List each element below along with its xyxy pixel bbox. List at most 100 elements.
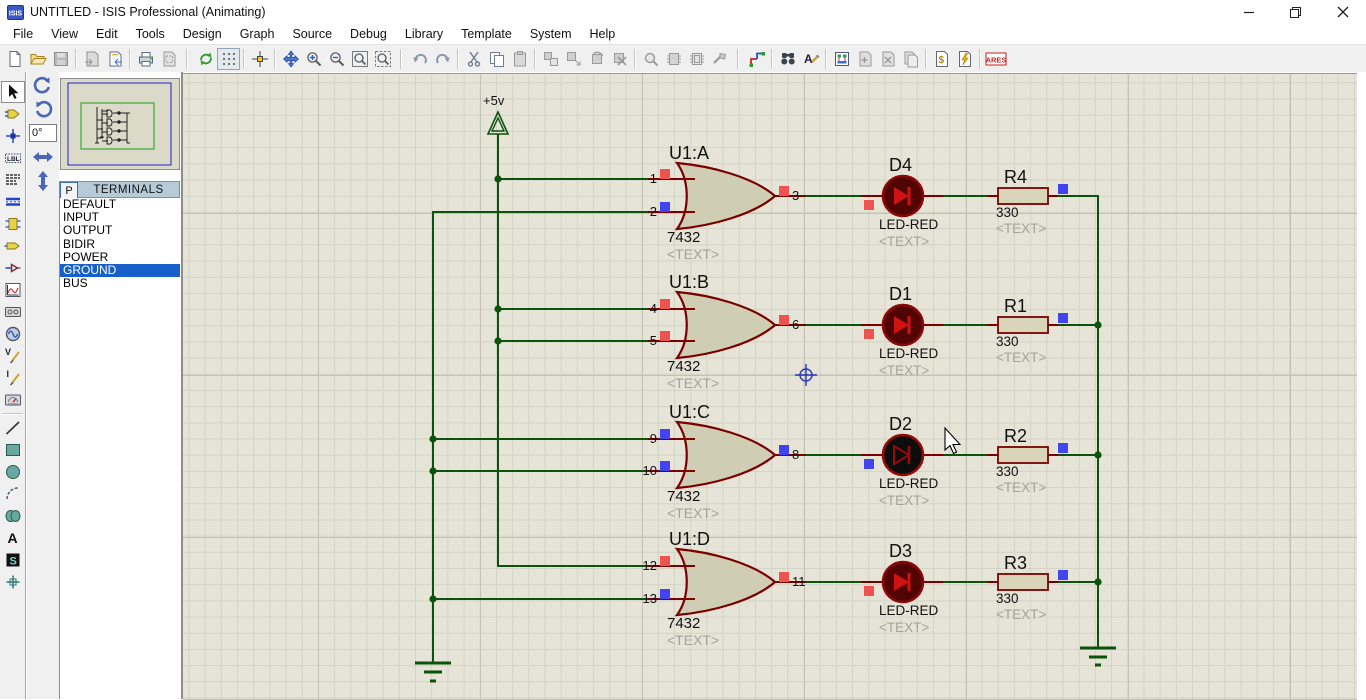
object-selector-item[interactable]: OUTPUT (63, 223, 113, 238)
menu-item[interactable]: System (529, 27, 572, 41)
2d-path-mode-icon[interactable] (1, 505, 25, 527)
gate-u1b[interactable]: 4 5 6 U1:B 7432 <TEXT> (648, 272, 806, 391)
object-selector-item[interactable]: BIDIR (63, 236, 96, 251)
object-selector-item[interactable]: POWER (63, 249, 109, 264)
subcircuit-mode-icon[interactable] (1, 213, 25, 235)
object-selector-item[interactable]: DEFAULT (63, 198, 117, 211)
tape-recorder-mode-icon[interactable] (1, 301, 25, 323)
redo-icon[interactable] (431, 48, 454, 70)
zoom-in-icon[interactable] (302, 48, 325, 70)
paste-icon[interactable] (508, 48, 531, 70)
remove-sheet-icon[interactable] (876, 48, 899, 70)
print-icon[interactable] (134, 48, 157, 70)
undo-icon[interactable] (408, 48, 431, 70)
2d-markers-mode-icon[interactable] (1, 571, 25, 593)
voltage-probe-mode-icon[interactable]: V (1, 345, 25, 367)
new-sheet-icon[interactable] (853, 48, 876, 70)
block-rotate-icon[interactable] (585, 48, 608, 70)
resistor-r1[interactable]: R1 330 <TEXT> (988, 296, 1068, 365)
menu-item[interactable]: Source (292, 27, 333, 41)
copy-icon[interactable] (485, 48, 508, 70)
menu-item[interactable]: Debug (350, 27, 387, 41)
gate-u1d[interactable]: 12 13 11 U1:D 7432 <TEXT> (643, 529, 806, 648)
electrical-rules-check-icon[interactable] (953, 48, 976, 70)
property-assignment-icon[interactable]: A (799, 48, 822, 70)
cut-icon[interactable] (462, 48, 485, 70)
menu-item[interactable]: File (13, 27, 34, 41)
menu-item[interactable]: Design (182, 27, 222, 41)
design-explorer-icon[interactable] (830, 48, 853, 70)
wire-autorouter-icon[interactable] (745, 48, 768, 70)
gate-u1c[interactable]: 9 10 8 U1:C 7432 <TEXT> (643, 402, 806, 521)
packaging-tool-icon[interactable] (685, 48, 708, 70)
pick-devices-button[interactable]: P (60, 182, 78, 199)
2d-circle-mode-icon[interactable] (1, 461, 25, 483)
import-section-icon[interactable] (80, 48, 103, 70)
graph-mode-icon[interactable] (1, 279, 25, 301)
search-tag-icon[interactable] (776, 48, 799, 70)
led-d2[interactable]: D2 LED-RED <TEXT> (861, 414, 943, 508)
open-design-icon[interactable] (26, 48, 49, 70)
gate-u1a[interactable]: 1 2 3 U1:A 7432 <TEXT> (648, 143, 806, 262)
buses-mode-icon[interactable] (1, 191, 25, 213)
minimize-button[interactable] (1225, 0, 1272, 24)
2d-symbols-mode-icon[interactable]: S (1, 549, 25, 571)
restore-button[interactable] (1272, 0, 1319, 24)
junction-dot-mode-icon[interactable] (1, 125, 25, 147)
generator-mode-icon[interactable] (1, 323, 25, 345)
resistor-r4[interactable]: R4 330 <TEXT> (988, 167, 1068, 236)
led-d4[interactable]: D4 LED-RED <TEXT> (861, 155, 943, 249)
menu-item[interactable]: Graph (239, 27, 275, 41)
menu-item[interactable]: Tools (135, 27, 165, 41)
zoom-out-icon[interactable] (325, 48, 348, 70)
virtual-instruments-mode-icon[interactable] (1, 389, 25, 411)
origin-icon[interactable] (248, 48, 271, 70)
selection-mode-icon[interactable] (0, 81, 25, 103)
led-d1[interactable]: D1 LED-RED <TEXT> (861, 284, 943, 378)
object-selector-item[interactable]: GROUND (60, 263, 180, 278)
block-move-icon[interactable] (562, 48, 585, 70)
export-section-icon[interactable] (103, 48, 126, 70)
menu-item[interactable]: Edit (96, 27, 118, 41)
resistor-r3[interactable]: R3 330 <TEXT> (988, 553, 1068, 622)
pick-parts-icon[interactable] (639, 48, 662, 70)
power-terminal[interactable]: +5v (483, 93, 510, 135)
bill-of-materials-icon[interactable]: $ (930, 48, 953, 70)
pan-icon[interactable] (279, 48, 302, 70)
2d-line-mode-icon[interactable] (1, 417, 25, 439)
schematic-canvas[interactable]: +5v 1 2 3 U1:A 7432 <TEXT> (183, 73, 1357, 700)
component-mode-icon[interactable] (1, 103, 25, 125)
resistor-r2[interactable]: R2 330 <TEXT> (988, 426, 1068, 495)
device-pins-mode-icon[interactable] (1, 257, 25, 279)
terminals-mode-icon[interactable] (1, 235, 25, 257)
redraw-icon[interactable] (194, 48, 217, 70)
ground-terminal-left[interactable] (415, 661, 451, 683)
make-device-icon[interactable] (662, 48, 685, 70)
close-button[interactable] (1319, 0, 1366, 24)
2d-box-mode-icon[interactable] (1, 439, 25, 461)
mirror-vertical-icon[interactable] (30, 170, 56, 192)
wire-label-mode-icon[interactable]: LBL (1, 147, 25, 169)
netlist-to-ares-icon[interactable]: ARES (984, 48, 1007, 70)
menu-item[interactable]: Library (404, 27, 444, 41)
goto-sheet-icon[interactable] (899, 48, 922, 70)
block-delete-icon[interactable] (608, 48, 631, 70)
object-selector-item[interactable]: INPUT (63, 210, 99, 225)
toggle-grid-icon[interactable] (217, 48, 240, 70)
current-probe-mode-icon[interactable]: I (1, 367, 25, 389)
text-script-mode-icon[interactable] (1, 169, 25, 191)
mark-output-area-icon[interactable] (157, 48, 180, 70)
save-design-icon[interactable] (49, 48, 72, 70)
rotation-angle-field[interactable]: 0° (29, 124, 57, 142)
led-d3[interactable]: D3 LED-RED <TEXT> (861, 541, 943, 635)
wires[interactable] (432, 134, 1099, 663)
rotate-clockwise-icon[interactable] (30, 74, 56, 96)
rotate-anticlockwise-icon[interactable] (30, 98, 56, 120)
menu-item[interactable]: View (51, 27, 79, 41)
menu-item[interactable]: Help (589, 27, 616, 41)
ground-terminal-right[interactable] (1080, 646, 1116, 667)
new-design-icon[interactable] (3, 48, 26, 70)
object-selector-item[interactable]: BUS (63, 276, 88, 291)
overview-minimap[interactable] (60, 78, 180, 170)
decompose-icon[interactable] (708, 48, 731, 70)
